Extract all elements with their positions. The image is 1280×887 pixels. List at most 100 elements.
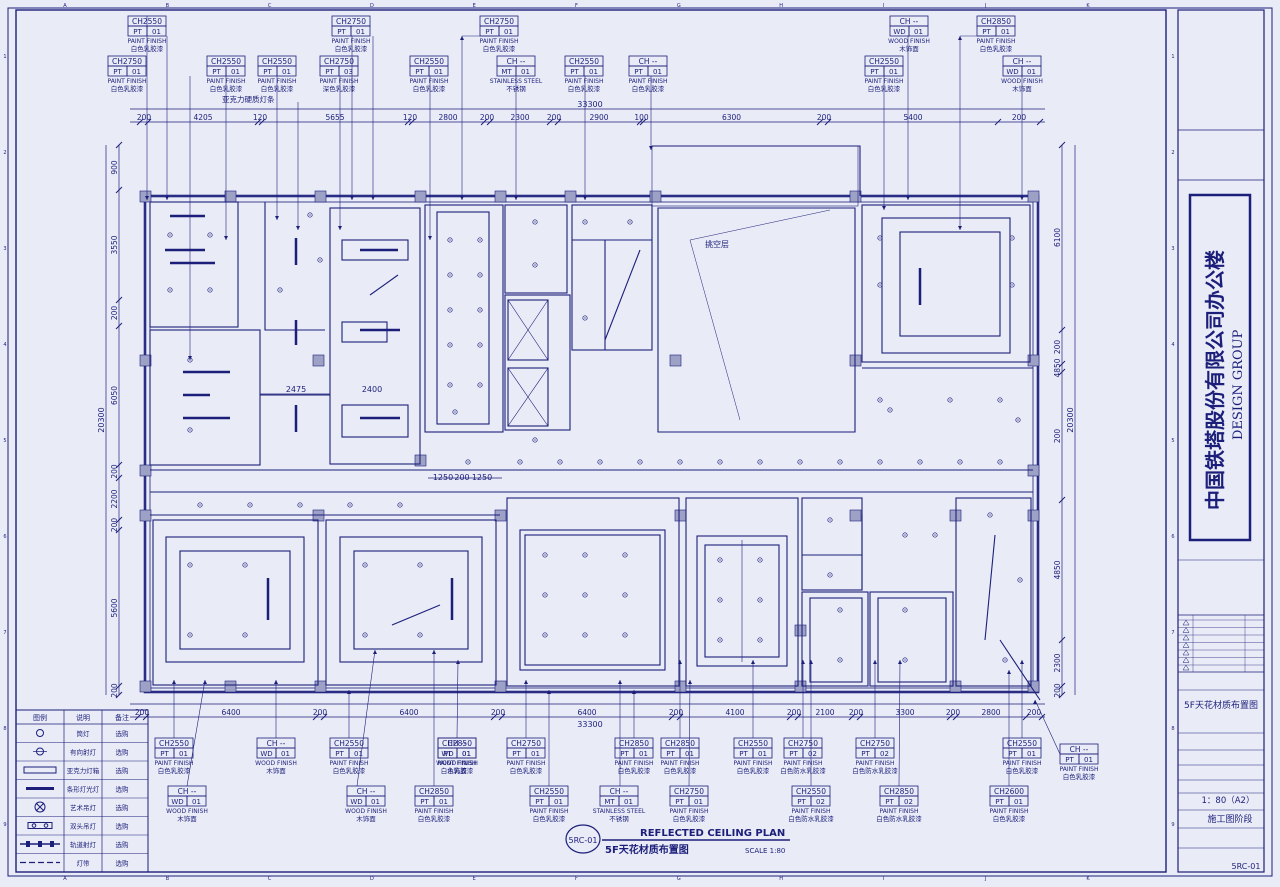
callout-code: CH2850 xyxy=(665,739,695,748)
inner-dim-value: 2475 xyxy=(286,385,306,394)
downlight-icon xyxy=(797,459,803,465)
legend-desc: 有向射灯 xyxy=(70,748,97,757)
downlight-icon xyxy=(532,437,538,443)
callout-type: PT xyxy=(535,798,544,806)
grid-letter-bottom: I xyxy=(883,876,884,882)
callout-num: 01 xyxy=(152,28,161,36)
dim-tick xyxy=(408,118,416,126)
downlight-icon xyxy=(887,407,893,413)
downlight-icon xyxy=(417,632,423,638)
column xyxy=(314,190,327,203)
column xyxy=(224,680,237,693)
leader-line xyxy=(1034,699,1061,755)
downlight-legend-icon xyxy=(36,729,44,737)
pendant-legend-icon xyxy=(34,801,46,813)
dim-value: 6100 xyxy=(1053,228,1062,247)
legend-desc: 亚克力灯箱 xyxy=(67,766,100,775)
plan-title: 5RC-01 REFLECTED CEILING PLAN 5F天花材质布置图 … xyxy=(565,824,790,856)
callout-code: CH2750 xyxy=(511,739,541,748)
callout-num-box xyxy=(276,65,297,77)
downlight-icon xyxy=(307,212,313,218)
callout-num-box xyxy=(275,747,296,759)
callout-cn: 木饰面 xyxy=(177,814,197,823)
leader-arrow xyxy=(188,356,192,360)
dim-tick xyxy=(115,296,123,304)
callout-cn: 白色乳胶漆 xyxy=(510,766,543,775)
dim-tick xyxy=(115,526,123,534)
callout-code: CH2850 xyxy=(981,17,1011,26)
downlight-icon xyxy=(477,237,483,243)
callout-code: CH2750 xyxy=(484,17,514,26)
callout-num-box xyxy=(338,65,359,77)
callout-code: CH2850 xyxy=(884,787,914,796)
callout-code: CH2550 xyxy=(262,57,292,66)
legend-header-symbol: 图例 xyxy=(33,713,47,722)
callout-cn: 木饰面 xyxy=(447,766,467,775)
leader-arrow xyxy=(371,196,375,200)
callout-num-box xyxy=(898,795,919,807)
dim-tick xyxy=(1058,360,1066,368)
dim-value: 200 xyxy=(946,708,961,717)
callout-code: CH -- xyxy=(178,787,197,796)
callout-num: 02 xyxy=(816,798,825,806)
callout-en: WOOD FINISH xyxy=(166,808,208,815)
callout-num: 01 xyxy=(758,750,767,758)
downlight-icon xyxy=(187,427,193,433)
dim-tick xyxy=(490,713,498,721)
callout-num: 01 xyxy=(462,750,471,758)
leader-line xyxy=(898,659,901,787)
callout-code: CH2550 xyxy=(738,739,768,748)
callout-num: 01 xyxy=(624,798,633,806)
downlight-center xyxy=(624,594,626,596)
dim-value: 200 xyxy=(491,708,506,717)
downlight-icon xyxy=(947,397,953,403)
downlight-icon xyxy=(477,307,483,313)
grid-number-left: 9 xyxy=(3,822,6,828)
double-light-legend-mark xyxy=(43,823,49,828)
callout-code: CH2850 xyxy=(619,739,649,748)
dim-value: 6400 xyxy=(399,708,418,717)
downlight-center xyxy=(399,504,401,506)
callout-en: PAINT FINISH xyxy=(320,78,359,85)
leader-arrow xyxy=(145,196,149,200)
dim-value: 6050 xyxy=(110,386,119,405)
downlight-icon xyxy=(917,459,923,465)
leader-arrow xyxy=(524,680,528,684)
callout-num: 01 xyxy=(504,28,513,36)
leader-arrow xyxy=(958,36,962,40)
downlight-icon xyxy=(827,572,833,578)
callout-type: PT xyxy=(885,798,894,806)
downlight-center xyxy=(759,461,761,463)
dim-tick xyxy=(636,118,644,126)
callout-cn: 白色乳胶漆 xyxy=(993,814,1026,823)
downlight-center xyxy=(799,461,801,463)
dim-value: 3300 xyxy=(895,708,914,717)
callout-num-box xyxy=(908,25,929,37)
callout-num-box xyxy=(525,747,546,759)
dim-tick xyxy=(639,118,647,126)
downlight-icon xyxy=(837,657,843,663)
legend-note: 选购 xyxy=(116,748,130,757)
callout-num-box xyxy=(365,795,386,807)
downlight-center xyxy=(244,564,246,566)
dim-tick xyxy=(848,713,856,721)
callout-type: PT xyxy=(420,798,429,806)
dim-tick xyxy=(1058,141,1066,149)
downlight-center xyxy=(449,309,451,311)
dim-value: 6400 xyxy=(577,708,596,717)
dim-value: 6300 xyxy=(722,113,741,122)
dimension-lines xyxy=(105,108,1076,718)
grid-letter-bottom: J xyxy=(984,876,986,882)
inner-dim-value: 1250 xyxy=(472,473,492,482)
dim-tick xyxy=(115,474,123,482)
dim-tick xyxy=(404,118,412,126)
downlight-center xyxy=(1017,419,1019,421)
dim-tick xyxy=(1058,326,1066,334)
downlight-center xyxy=(679,461,681,463)
track-light-legend-mark xyxy=(26,841,30,847)
downlight-center xyxy=(719,639,721,641)
downlight-icon xyxy=(957,459,963,465)
downlight-center xyxy=(904,609,906,611)
